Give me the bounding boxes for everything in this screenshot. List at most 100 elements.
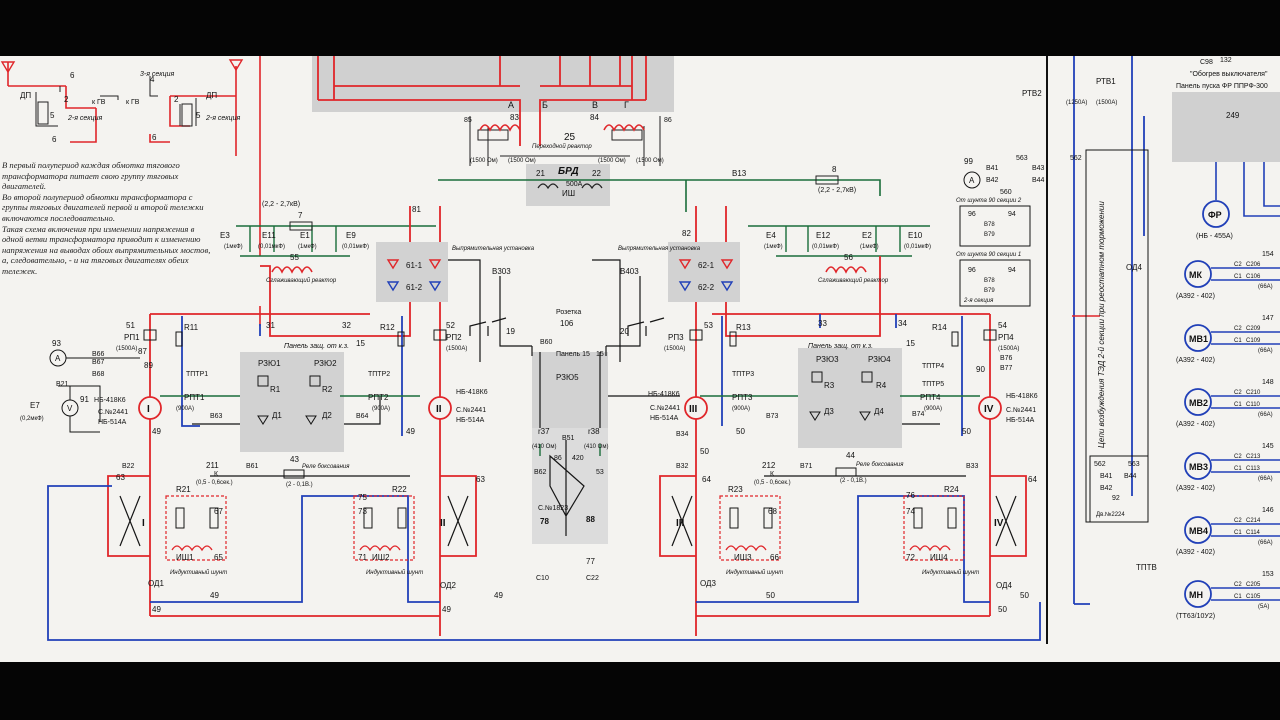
node-64-b: 64 xyxy=(1028,475,1037,484)
motor-4-model: НБ-418К6 xyxy=(1006,393,1038,400)
res-r14-body xyxy=(951,331,959,347)
cap-group-right xyxy=(748,225,930,257)
brd-22: 22 xyxy=(592,169,601,178)
right-bottom-box xyxy=(1089,455,1149,523)
rtv2: РТВ2 xyxy=(1022,89,1042,98)
cap-e4: Е4 xyxy=(766,231,776,240)
rectifier-panel-2 xyxy=(668,242,740,302)
vent-motor-num: 154 xyxy=(1262,251,1274,258)
panel15-r37: r37 xyxy=(538,427,550,436)
vent-motor-circle xyxy=(1184,324,1212,352)
panel15-num: 15 xyxy=(596,351,604,358)
vent-motor-c2: С109 xyxy=(1246,338,1261,344)
vent-motor-cur: (66А) xyxy=(1258,284,1273,290)
meter-wires xyxy=(58,357,140,433)
wire-b74: В74 xyxy=(912,411,925,418)
transformer-res-4: (1500 Ом) xyxy=(636,158,664,164)
panel-15-title: Панель 15 xyxy=(556,351,590,358)
shunt-resistors xyxy=(175,507,957,529)
right-bottom-b41: В41 xyxy=(1100,473,1113,480)
right-bottom-b42: В42 xyxy=(1100,485,1113,492)
vent-motor-wire xyxy=(1211,395,1280,409)
brd-label: БРД xyxy=(558,166,579,177)
fr-motor xyxy=(1202,200,1230,228)
vent-motor-circle xyxy=(1184,260,1212,288)
vent-motor-model: (А392 - 402) xyxy=(1176,549,1215,556)
rectifier-2-label: Выпрямительная установка xyxy=(618,246,701,252)
vent-motor-c1a: С1 xyxy=(1234,274,1242,280)
panel15-r38: r38 xyxy=(588,427,600,436)
top-label-kgv-1: к ГВ xyxy=(92,99,106,106)
res-r12-body xyxy=(397,331,405,347)
vent-motor-id: МВ3 xyxy=(1189,462,1208,472)
transformer-res-1: (1500 Ом) xyxy=(470,158,498,164)
node-68: 68 xyxy=(768,507,777,516)
ammeter-num: 93 xyxy=(52,339,61,348)
switch-20-num: 20 xyxy=(620,327,629,336)
field-4: IV xyxy=(994,518,1004,529)
vent-motor-c1a: С1 xyxy=(1234,466,1242,472)
reactor-56-num: 56 xyxy=(844,253,853,262)
panel15-420: 420 xyxy=(572,455,584,462)
num-5-b: 5 xyxy=(196,111,201,120)
main-red-wiring xyxy=(107,206,1027,636)
k211-num: 211 xyxy=(206,461,219,470)
res-r12: R12 xyxy=(380,323,395,332)
fuse-8 xyxy=(815,175,839,185)
reactor-56-label: Сглаживающий реактор xyxy=(818,277,889,284)
right-bottom-562: 562 xyxy=(1094,461,1106,468)
voltmeter-id: V xyxy=(67,404,73,413)
node-73: 73 xyxy=(358,507,367,516)
num-6-a: 6 xyxy=(70,71,75,80)
vent-motor-model: (А392 - 402) xyxy=(1176,293,1215,300)
right-vertical-wires xyxy=(1073,56,1145,605)
vent-motor-c2a: С2 xyxy=(1234,262,1242,268)
node-75: 75 xyxy=(358,493,367,502)
fr-title: "Обогрев выключателя" xyxy=(1190,70,1268,78)
top-label-dp-2: ДП xyxy=(206,91,217,100)
term-85: 85 xyxy=(464,117,472,124)
switch-19 xyxy=(469,317,507,336)
wire-b13-label: В13 xyxy=(732,169,747,178)
vent-motor-cur: (66А) xyxy=(1258,540,1273,546)
res-r13: R13 xyxy=(736,323,751,332)
rpt2-cur: (900А) xyxy=(372,406,390,412)
rpt3-cur: (900А) xyxy=(732,406,750,412)
fuse-8-num: 8 xyxy=(832,165,837,174)
node-52: 52 xyxy=(446,321,455,330)
d4: Д4 xyxy=(874,407,884,416)
note-1: В первый полупериод каждая обмотка тягов… xyxy=(2,160,180,192)
top-label-dp-1: ДП xyxy=(20,91,31,100)
right-divider xyxy=(1046,56,1048,644)
vent-motor-circle xyxy=(1184,516,1212,544)
right-box-1-b78: В78 xyxy=(984,222,995,228)
vent-motor-c1: С205 xyxy=(1246,582,1261,588)
motor-2-sn2: НБ-514А xyxy=(456,417,485,424)
panel15-sn: С.№1823 xyxy=(538,505,568,512)
marker-triangle-mid xyxy=(228,59,244,72)
num-5-a: 5 xyxy=(50,111,55,120)
od3: ОД3 xyxy=(700,579,716,588)
rectifier-1-diode-a xyxy=(386,259,400,270)
rectifier-1-n: 81 xyxy=(412,205,421,214)
node-49-e: 49 xyxy=(494,591,503,600)
cap-e12: Е12 xyxy=(816,231,831,240)
wire-b403: В403 xyxy=(620,267,639,276)
relay-panel-3 xyxy=(798,348,902,448)
d2: Д2 xyxy=(322,411,332,420)
rp-relays xyxy=(143,329,997,341)
motor-4: IV НБ-418К6 С.№2441 НБ-514А xyxy=(978,393,1038,424)
vent-motor-id: МВ1 xyxy=(1189,334,1208,344)
right-box-2 xyxy=(959,259,1031,307)
cap-e11: Е11 xyxy=(262,231,276,240)
right-bottom-92: 92 xyxy=(1112,495,1120,502)
rzu2: РЗЮ2 xyxy=(314,359,337,368)
right-ammeter-a: A xyxy=(969,176,975,185)
cap-e10: Е10 xyxy=(908,231,923,240)
term-86: 86 xyxy=(664,117,672,124)
cap-e1: Е1 xyxy=(300,231,310,240)
node-50-f: 50 xyxy=(998,605,1007,614)
vent-motor-circle xyxy=(1184,452,1212,480)
panel15-78: 78 xyxy=(540,517,549,526)
vent-motor-wire xyxy=(1211,331,1280,345)
